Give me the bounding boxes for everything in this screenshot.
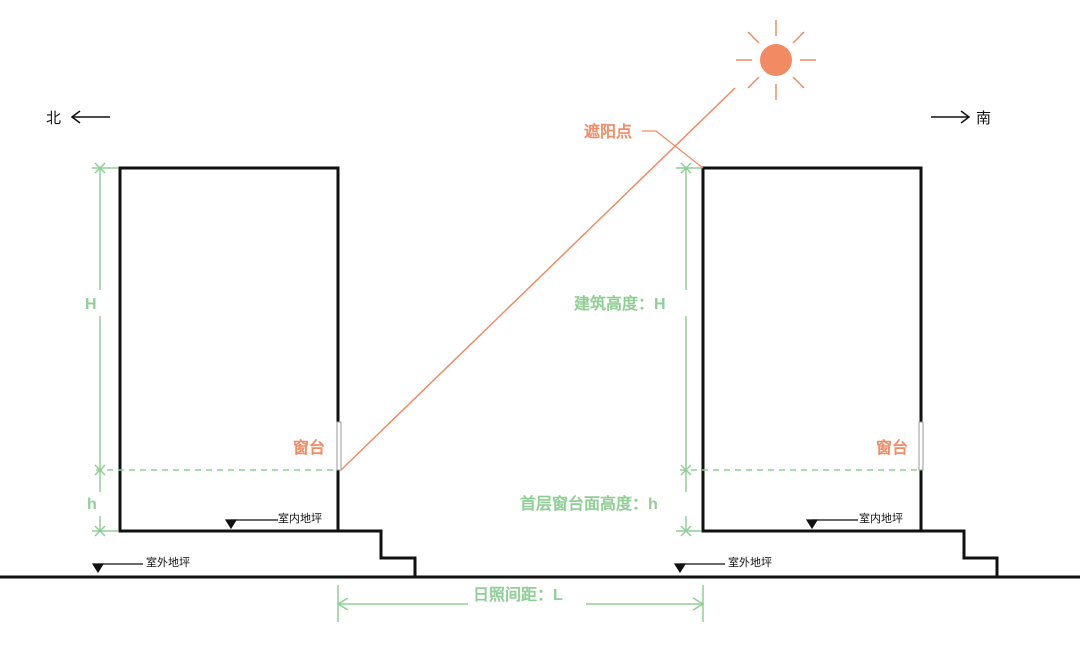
north-tick-bottom [94,525,106,537]
north-label: 北 [46,109,61,127]
spacing-label: 日照间距：L [473,585,563,604]
north-window-mark [336,421,342,471]
south-outdoor-ground-label: 室外地坪 [728,555,772,569]
spacing-dimension [336,585,705,622]
spacing-arrow-right [692,597,705,611]
north-outdoor-ground-label: 室外地坪 [146,555,190,569]
south-indoor-level-icon [805,519,819,530]
south-outdoor-level-icon [673,563,687,574]
north-indoor-level-icon [224,519,238,530]
south-indoor-floor-label: 室内地坪 [859,511,903,525]
north-sill-height-label: h [87,496,97,513]
north-indoor-floor-label: 室内地坪 [278,511,322,525]
north-tick-mid [94,464,106,476]
south-tick-bottom [680,525,692,537]
south-sill-height-label: 首层窗台面高度：h [520,494,658,513]
south-height-label: 建筑高度：H [574,294,666,313]
south-window-label: 窗台 [876,438,908,457]
north-window-label: 窗台 [293,438,325,457]
sun-icon [736,20,816,100]
south-window-mark [918,421,924,471]
north-building [96,166,417,577]
spacing-arrow-left [336,597,349,611]
level-markers [91,519,858,574]
sun-ray [340,87,736,471]
north-tick-top [94,162,106,174]
north-arrow [70,110,110,124]
south-dimensions [676,162,701,537]
south-label: 南 [976,109,991,127]
south-building-outline [701,166,923,533]
north-outdoor-level-icon [91,563,105,574]
north-building-steps [338,529,417,577]
south-building-steps [921,529,999,577]
shade-point-leader [642,130,704,169]
south-tick-mid [680,464,692,476]
south-building [680,166,999,577]
south-tick-top [680,162,692,174]
south-arrow [931,110,971,124]
north-building-outline [118,166,340,533]
north-height-label: H [85,296,97,313]
shade-point-label: 遮阳点 [584,122,632,141]
north-dimensions [92,162,118,537]
